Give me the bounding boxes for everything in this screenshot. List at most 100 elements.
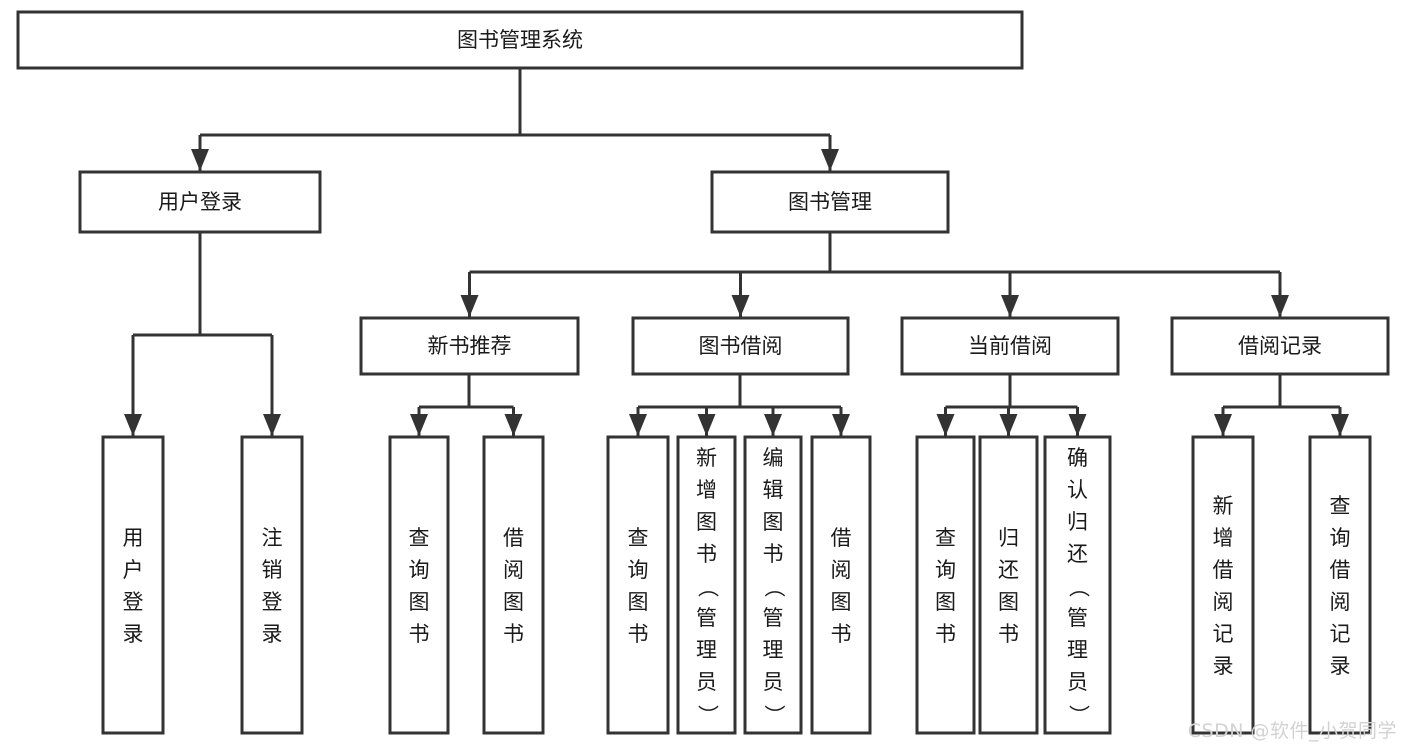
- node-label-char: 图: [763, 510, 784, 534]
- node-box[interactable]: [78, 170, 322, 234]
- node-label-char: 录: [262, 622, 283, 646]
- edge-group-root: [191, 68, 839, 171]
- node-box[interactable]: [900, 316, 1120, 376]
- node-l2_2[interactable]: 当前借阅: [900, 316, 1120, 376]
- node-label-char: 询: [1330, 526, 1351, 550]
- node-l2_3[interactable]: 借阅记录: [1170, 316, 1390, 376]
- node-label-char: 书: [628, 622, 649, 646]
- arrowhead-icon: [1214, 414, 1232, 436]
- node-box[interactable]: [1043, 435, 1112, 735]
- node-label-char: 增: [696, 478, 717, 502]
- node-l1_0[interactable]: 用户登录: [78, 170, 322, 234]
- node-label-char: 图: [503, 590, 524, 614]
- arrowhead-icon: [124, 414, 142, 436]
- node-box[interactable]: [101, 435, 165, 735]
- node-label: 借阅记录: [1238, 334, 1322, 358]
- node-label-char: 还: [1067, 542, 1088, 566]
- node-box[interactable]: [710, 170, 950, 234]
- arrowhead-icon: [731, 295, 750, 317]
- node-label: 用户登录: [158, 190, 242, 214]
- node-box[interactable]: [606, 435, 670, 735]
- node-label-char: 询: [409, 558, 430, 582]
- node-label-char: 阅: [831, 558, 852, 582]
- node-box[interactable]: [240, 435, 304, 735]
- edge-group-l1_0: [124, 232, 281, 436]
- node-box[interactable]: [743, 435, 803, 735]
- node-l2_1[interactable]: 图书借阅: [631, 316, 850, 376]
- node-label-char: 图: [628, 590, 649, 614]
- node-box[interactable]: [1170, 316, 1390, 376]
- node-label-char: 记: [1213, 622, 1234, 646]
- arrowhead-icon: [1271, 295, 1289, 317]
- node-label-char: （: [762, 577, 786, 598]
- arrowhead-icon: [697, 414, 716, 436]
- node-box[interactable]: [359, 316, 580, 376]
- edge-group-l2_2: [936, 374, 1087, 436]
- arrowhead-icon: [832, 414, 850, 436]
- node-label-char: 图: [998, 590, 1019, 614]
- node-label-char: 登: [123, 590, 144, 614]
- node-label-char: 询: [628, 558, 649, 582]
- node-box[interactable]: [810, 435, 872, 735]
- node-box[interactable]: [1308, 435, 1372, 735]
- node-leaf_0[interactable]: 用户登录: [101, 435, 165, 735]
- node-layer: 图书管理系统用户登录图书管理新书推荐图书借阅当前借阅借阅记录用户登录注销登录查询…: [16, 10, 1390, 735]
- arrowhead-icon: [936, 414, 955, 436]
- node-box[interactable]: [915, 435, 976, 735]
- node-label-char: 确: [1067, 446, 1088, 470]
- node-label-char: 图: [696, 510, 717, 534]
- node-label: 图书管理: [788, 190, 872, 214]
- node-label-char: 阅: [503, 558, 524, 582]
- node-label-char: 认: [1067, 478, 1088, 502]
- node-label-char: ）: [1067, 705, 1091, 726]
- arrowhead-icon: [263, 414, 281, 436]
- node-box[interactable]: [482, 435, 545, 735]
- node-label-char: 员: [1067, 670, 1088, 694]
- node-box[interactable]: [978, 435, 1039, 735]
- node-label-char: 询: [935, 558, 956, 582]
- edge-group-l1_1: [460, 232, 1289, 317]
- connector-layer: [124, 68, 1349, 436]
- arrowhead-icon: [191, 149, 209, 171]
- node-l2_0[interactable]: 新书推荐: [359, 316, 580, 376]
- node-label-char: 新: [696, 446, 717, 470]
- node-box[interactable]: [388, 435, 450, 735]
- node-label-char: 录: [1213, 654, 1234, 678]
- node-label-char: 编: [763, 446, 784, 470]
- node-label-char: 户: [123, 558, 144, 582]
- node-label-char: 管: [763, 606, 784, 630]
- node-label-char: 借: [831, 526, 852, 550]
- csdn-watermark: CSDN @软件_小贺同学: [1187, 720, 1397, 742]
- node-label-char: 借: [1330, 558, 1351, 582]
- node-label-char: ）: [762, 705, 786, 726]
- node-box[interactable]: [16, 10, 1024, 70]
- node-box[interactable]: [1191, 435, 1255, 735]
- node-label-char: 书: [409, 622, 430, 646]
- arrowhead-icon: [1001, 295, 1019, 317]
- node-label: 当前借阅: [968, 334, 1052, 358]
- node-box[interactable]: [631, 316, 850, 376]
- node-l1_1[interactable]: 图书管理: [710, 170, 950, 234]
- node-root[interactable]: 图书管理系统: [16, 10, 1024, 70]
- node-label-char: 查: [409, 526, 430, 550]
- node-label-char: （: [696, 577, 720, 598]
- node-label-char: 管: [696, 606, 717, 630]
- node-label-char: 录: [123, 622, 144, 646]
- node-box[interactable]: [676, 435, 737, 735]
- arrowhead-icon: [821, 149, 839, 171]
- node-label-char: 阅: [1330, 590, 1351, 614]
